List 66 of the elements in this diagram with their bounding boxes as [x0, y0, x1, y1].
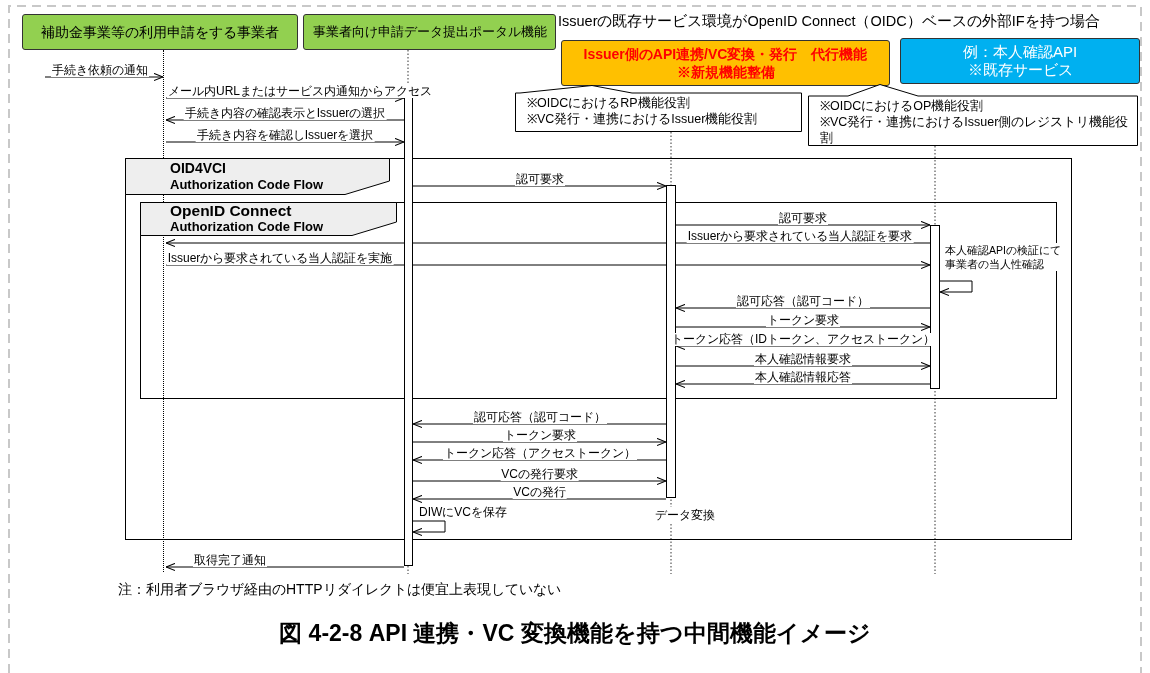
participant-label: 事業者向け申請データ提出ポータル機能	[312, 23, 547, 41]
annotation-text: データ変換	[655, 507, 715, 524]
message-label: 本人確認情報要求	[754, 353, 852, 366]
participant-box	[22, 14, 298, 50]
callout-box	[515, 85, 802, 132]
message-label: トークン要求	[502, 429, 577, 442]
message-arrow	[412, 437, 667, 447]
frame-title: OpenID Connect	[170, 203, 292, 219]
self-message-arrow	[412, 520, 446, 537]
message-label: Issuerから要求されている当人認証を実施	[166, 252, 394, 265]
message-arrow	[165, 238, 931, 248]
frame-box	[125, 158, 1072, 540]
frame-title: Authorization Code Flow	[170, 177, 324, 193]
activation-bar	[404, 97, 413, 566]
message-label: VCの発行要求	[500, 468, 579, 481]
message-label: 本人確認情報応答	[754, 371, 852, 384]
message-arrow	[675, 322, 931, 332]
callout-text: ※VC発行・連携におけるIssuer側のレジストリ機能役割	[820, 114, 1130, 146]
message-arrow	[412, 455, 667, 465]
participant-label: ※既存サービス	[967, 61, 1073, 79]
participant-label: ※新規機能整備	[676, 63, 775, 81]
message-label: メール内URLまたはサービス内通知からアクセス	[167, 85, 433, 98]
message-label: トークン応答（アクセストークン）	[442, 447, 637, 460]
message-arrow	[165, 260, 931, 270]
self-message-arrow	[939, 280, 973, 297]
message-label: DIWにVCを保存	[418, 506, 508, 519]
message-label: 手続き依頼の通知	[51, 64, 149, 77]
message-label: 取得完了通知	[193, 554, 267, 567]
message-label: 手続き内容の確認表示とIssuerの選択	[183, 107, 387, 120]
message-label: 手続き内容を確認しIssuerを選択	[195, 129, 375, 142]
message-arrow	[412, 419, 667, 429]
message-arrow	[165, 115, 405, 125]
note-text: 注：利用者ブラウザ経由のHTTPリダイレクトは便宜上表現していない	[118, 581, 561, 599]
message-arrow	[675, 220, 931, 230]
frame-title: Authorization Code Flow	[170, 219, 324, 235]
frame-title: OID4VCI	[170, 160, 226, 176]
service-box	[900, 38, 1140, 84]
message-arrow	[675, 303, 931, 313]
section-heading: Issuerの既存サービス環境がOpenID Connect（OIDC）ベースの外部IFを持つ場合	[558, 12, 1100, 31]
message-label: Issuerから要求されている当人認証を要求	[686, 230, 914, 243]
participant-box	[303, 14, 556, 50]
function-box	[561, 40, 890, 86]
message-label: 認可応答（認可コード）	[736, 295, 870, 308]
activation-bar	[666, 185, 676, 498]
message-label: トークン要求	[766, 314, 840, 327]
message-label: 認可要求	[778, 212, 828, 225]
participant-label: 例：本人確認API	[962, 43, 1078, 61]
message-arrow	[44, 72, 164, 82]
activation-bar	[930, 225, 940, 389]
message-arrow	[165, 562, 405, 572]
callout-text: ※VC発行・連携におけるIssuer機能役割	[527, 111, 759, 127]
participant-label: Issuer側のAPI連携/VC変換・発行 代行機能	[583, 45, 868, 63]
message-label: 認可応答（認可コード）	[472, 411, 607, 424]
callout-text: ※OIDCにおけるRP機能役割	[527, 95, 691, 111]
message-arrow	[675, 379, 931, 389]
callout-box	[808, 84, 1138, 146]
message-arrow	[675, 361, 931, 371]
message-label: 認可要求	[515, 173, 565, 186]
callout-text: ※OIDCにおけるOP機能役割	[820, 98, 985, 114]
participant-label: 補助金事業等の利用申請をする事業者	[41, 23, 279, 41]
message-arrow	[412, 494, 667, 504]
message-arrow	[165, 137, 405, 147]
lifeline	[163, 50, 166, 572]
message-arrow	[412, 476, 667, 486]
message-arrow	[412, 181, 667, 191]
message-label: VCの発行	[512, 486, 567, 499]
